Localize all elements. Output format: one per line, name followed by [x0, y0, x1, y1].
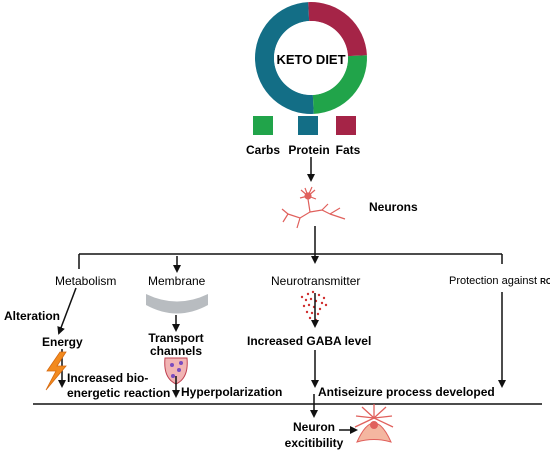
- neurotransmitter-dot: [305, 310, 309, 314]
- alteration-label: Alteration: [4, 309, 61, 323]
- neurotransmitter-dot: [307, 303, 311, 307]
- neuron-excitability-line1: Neuron: [293, 420, 335, 434]
- transport-channel-icon: [164, 357, 188, 385]
- neurotransmitter-dot: [322, 296, 326, 300]
- protection-label: Protection against ROS: [449, 274, 550, 289]
- transport-line1: Transport: [148, 331, 204, 345]
- membrane-icon: [146, 294, 208, 314]
- neuron-excitability-line2: excitibility: [284, 436, 344, 450]
- neurotransmitter-dot: [316, 312, 320, 316]
- donut-hole: [274, 21, 348, 95]
- fats-swatch: [336, 116, 356, 135]
- hyperpolarization-label: Hyperpolarization: [181, 385, 283, 399]
- neuron-icon: [281, 186, 346, 229]
- donut-carbs-segment: [312, 55, 367, 114]
- increased-reaction-line1: Increased bio-: [67, 371, 149, 385]
- neurotransmitter-dot: [309, 297, 313, 301]
- neurotransmitter-dot: [308, 316, 312, 320]
- neurotransmitter-dot: [318, 307, 322, 311]
- energy-label: Energy: [42, 335, 83, 349]
- antiseizure-label: Antiseizure process developed: [318, 385, 495, 399]
- membrane-label: Membrane: [148, 274, 206, 288]
- protection-text: Protection against: [449, 275, 538, 287]
- transport-line2: channels: [149, 344, 203, 358]
- neurotransmitter-dot: [302, 304, 306, 308]
- neurotransmitter-dot: [306, 292, 310, 296]
- arrow-metabolism-to-energy: [57, 287, 77, 335]
- neurons-label: Neurons: [369, 200, 418, 214]
- neurotransmitter-dot: [304, 298, 308, 302]
- neurotransmitter-dot: [310, 311, 314, 315]
- neurotransmitter-dot: [311, 290, 315, 294]
- legend-fats-label: Fats: [335, 143, 361, 157]
- donut-title: KETO DIET: [276, 52, 346, 67]
- protein-swatch: [298, 116, 318, 135]
- neurotransmitter-dot: [320, 301, 324, 305]
- increased-reaction-line2: energetic reaction: [67, 386, 171, 400]
- excited-neuron-icon: [354, 404, 394, 443]
- donut-protein-segment: [255, 2, 314, 115]
- legend-carbs-label: Carbs: [245, 143, 280, 157]
- neurotransmitter-dot: [317, 293, 321, 297]
- legend-protein-label: Protein: [288, 143, 330, 157]
- donut-fats-segment: [308, 2, 367, 57]
- neurotransmitter-dot: [324, 303, 328, 307]
- neurotransmitter-dot: [300, 295, 304, 299]
- metabolism-label: Metabolism: [55, 274, 117, 288]
- neurotransmitter-dots-icon: [300, 290, 328, 322]
- neurotransmitter-label: Neurotransmitter: [271, 274, 361, 288]
- carbs-swatch: [253, 116, 273, 135]
- lightning-icon: [45, 351, 67, 391]
- keto-diet-donut: [255, 2, 367, 115]
- gaba-label: Increased GABA level: [247, 334, 372, 348]
- ros-text: ROS: [540, 277, 550, 286]
